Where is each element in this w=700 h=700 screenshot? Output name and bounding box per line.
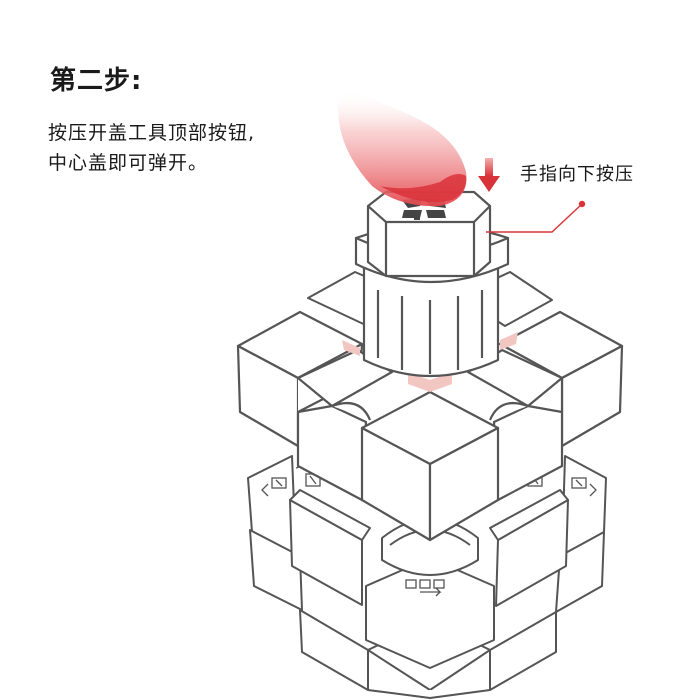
cube-top-layer [236, 310, 624, 542]
opening-tool [354, 190, 510, 378]
callout-line [486, 200, 586, 233]
instruction-text: 按压开盖工具顶部按钮, 中心盖即可弹开。 [48, 118, 255, 178]
instruction-line-1: 按压开盖工具顶部按钮, [48, 122, 256, 144]
press-callout-label: 手指向下按压 [520, 164, 634, 185]
core-glimpse [342, 332, 518, 392]
cube-middle-layer [289, 489, 569, 669]
cube-bottom-layer [247, 455, 607, 699]
instruction-line-2: 中心盖即可弹开。 [48, 152, 209, 174]
finger-press [338, 90, 467, 207]
down-arrow-icon [478, 158, 500, 192]
step-title: 第二步: [50, 66, 143, 96]
